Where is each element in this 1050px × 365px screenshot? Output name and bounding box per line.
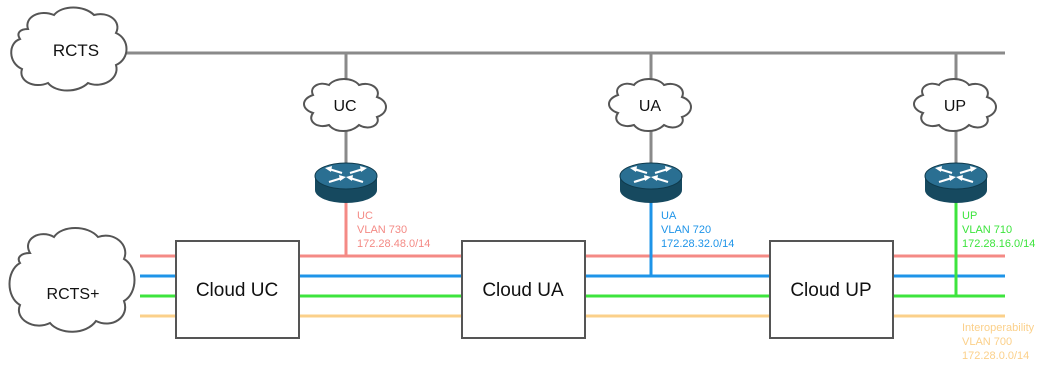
router-icon (313, 161, 379, 205)
vlan-710-id: VLAN 710 (962, 224, 1012, 236)
uc-cloud: UC (303, 78, 387, 132)
vlan-730-name: UC (357, 210, 373, 222)
cloud-ua-label: Cloud UA (482, 280, 564, 301)
cloud-up-label: Cloud UP (790, 280, 871, 301)
cloud-icon (913, 78, 997, 132)
vlan-710-subnet: 172.28.16.0/14 (962, 238, 1035, 250)
cloud-uc-box: Cloud UC (175, 240, 300, 339)
vlan-730-subnet: 172.28.48.0/14 (357, 238, 430, 250)
rcts-plus-cloud: RCTS+ (8, 227, 136, 333)
vlan-720-name: UA (661, 210, 677, 222)
ua-cloud-label: UA (639, 98, 662, 115)
vlan-720-subnet: 172.28.32.0/14 (661, 238, 734, 250)
cloud-icon (608, 78, 692, 132)
vlan-730-id: VLAN 730 (357, 224, 407, 236)
vlan-700-id: VLAN 700 (962, 336, 1012, 348)
router-icon (618, 161, 684, 205)
ua-cloud: UA (608, 78, 692, 132)
uc-cloud-label: UC (333, 98, 356, 115)
cloud-uc-label: Cloud UC (196, 280, 278, 301)
vlan-720-id: VLAN 720 (661, 224, 711, 236)
cloud-icon (8, 227, 136, 333)
cloud-icon (303, 78, 387, 132)
cloud-icon (10, 6, 128, 92)
vlan-700-subnet: 172.28.0.0/14 (962, 350, 1029, 362)
router-icon (923, 161, 989, 205)
cloud-up-box: Cloud UP (769, 240, 894, 339)
up-cloud-label: UP (944, 98, 966, 115)
rcts-cloud: RCTS (10, 6, 128, 92)
vlan-710-name: UP (962, 210, 977, 222)
up-cloud: UP (913, 78, 997, 132)
vlan-710-label: UP VLAN 710 172.28.16.0/14 (962, 210, 1035, 250)
vlan-700-label: Interoperability VLAN 700 172.28.0.0/14 (962, 322, 1035, 362)
rcts-label: RCTS (53, 41, 99, 60)
vlan-730-label: UC VLAN 730 172.28.48.0/14 (357, 210, 430, 250)
vlan-700-name: Interoperability (962, 322, 1035, 334)
cloud-ua-box: Cloud UA (461, 240, 586, 339)
rcts-plus-label: RCTS+ (47, 286, 100, 303)
vlan-720-label: UA VLAN 720 172.28.32.0/14 (661, 210, 734, 250)
